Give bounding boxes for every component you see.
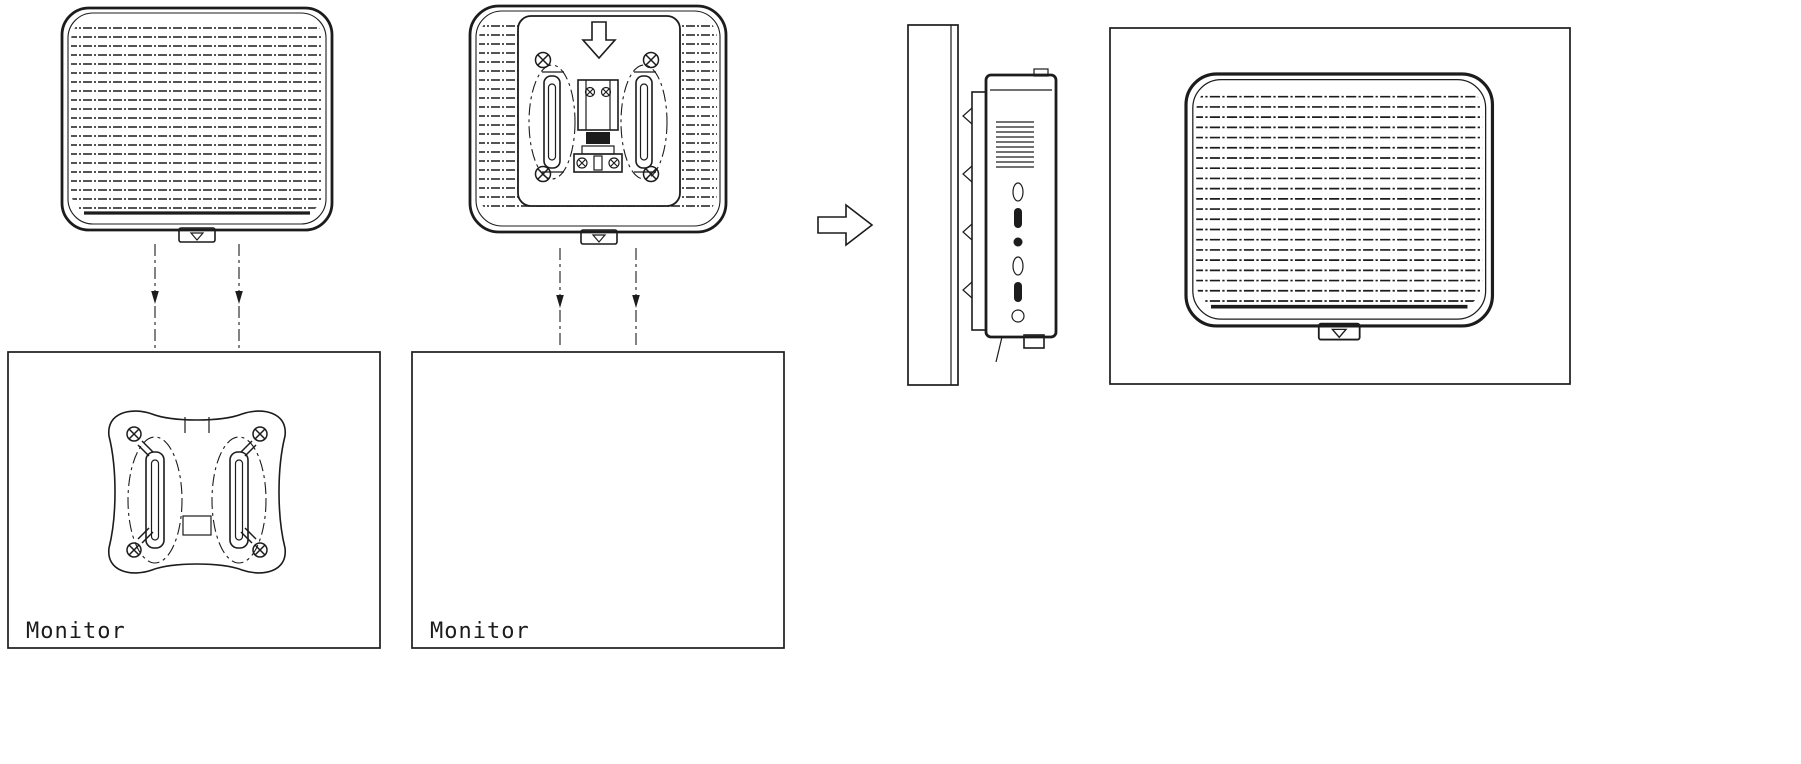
vesa-slots: [127, 436, 267, 564]
monitor-outline-left: [7, 351, 381, 649]
step2-speaker-back-view: Monitor: [411, 4, 785, 649]
mounting-rails: [528, 64, 668, 180]
back-panel-screws: [534, 51, 660, 183]
vesa-mount-plate: [108, 410, 286, 574]
vent-slots: [996, 121, 1034, 168]
monitor-label-left: Monitor: [26, 619, 126, 644]
down-arrowhead-icon: [151, 291, 159, 304]
latch-mechanism: [573, 79, 623, 173]
side-view-mounted: [907, 24, 1058, 386]
down-arrowhead-icon: [632, 295, 640, 308]
guide-arrows-right-panel: [556, 248, 640, 348]
insert-direction-arrow-icon: [581, 21, 617, 60]
mounting-panel: [517, 15, 681, 207]
speaker-back-view: [468, 4, 728, 245]
down-arrowhead-icon: [556, 295, 564, 308]
monitor-side-panel: [907, 24, 959, 386]
monitor-label-right: Monitor: [430, 619, 530, 644]
result-arrow-icon: [817, 203, 874, 247]
speaker-front-mounted: [1186, 74, 1492, 340]
monitor-outline-right: [411, 351, 785, 649]
speaker-side-view: [984, 68, 1058, 363]
speaker-front-view: [62, 8, 332, 242]
down-arrowhead-icon: [235, 291, 243, 304]
mounting-hooks: [962, 91, 987, 331]
step1-speaker-front-view: Monitor: [7, 8, 381, 649]
front-view-mounted: [1109, 27, 1571, 385]
